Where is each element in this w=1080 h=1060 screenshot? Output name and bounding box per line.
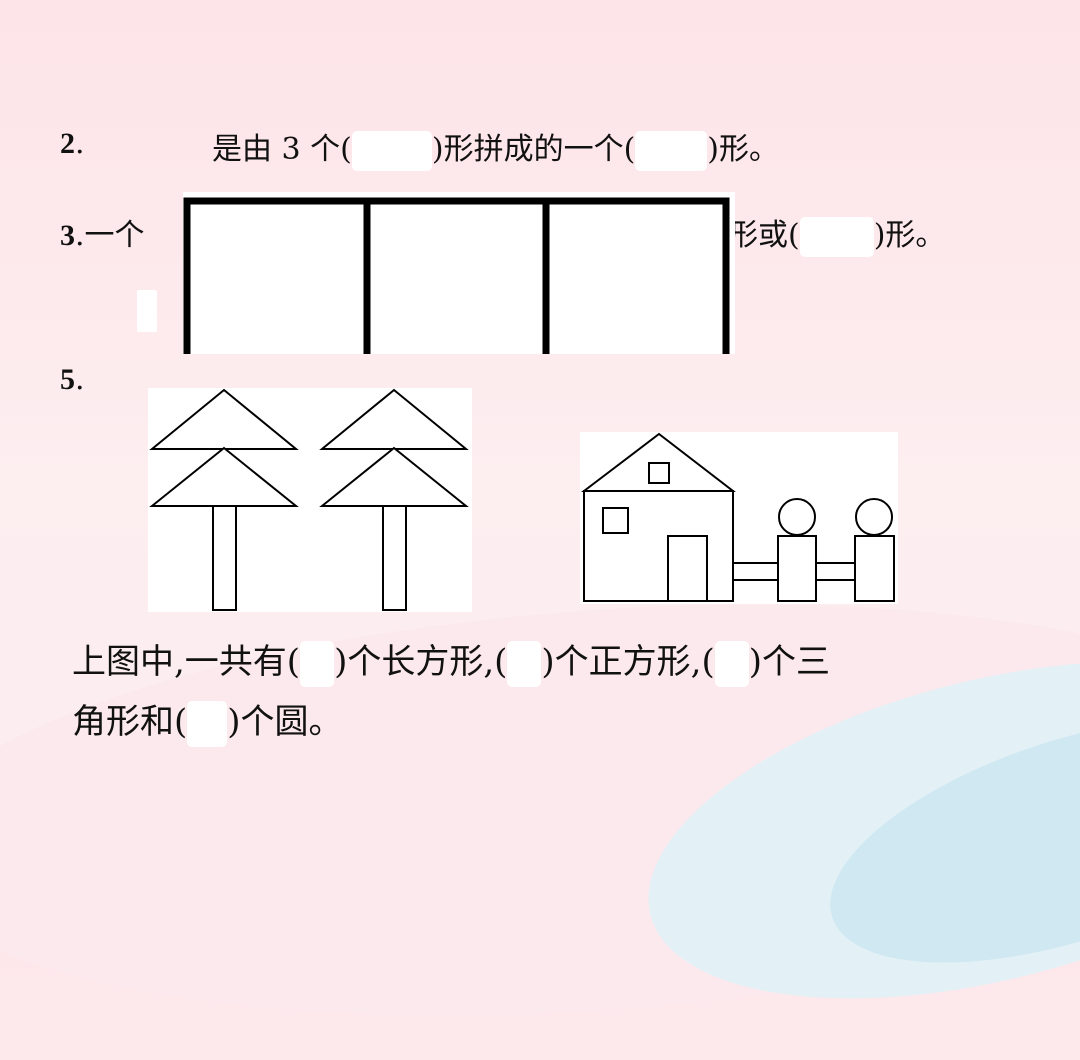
- answer-blank[interactable]: [300, 641, 335, 687]
- three-squares-figure: [183, 192, 735, 354]
- answer-blank[interactable]: [187, 701, 228, 747]
- question-2-number: 2.: [60, 126, 85, 161]
- question-5-line-1: 上图中,一共有()个长方形,()个正方形,()个三: [72, 634, 830, 687]
- question-3-number: 3.一个: [60, 218, 145, 253]
- answer-blank[interactable]: [635, 131, 708, 171]
- answer-blank[interactable]: [137, 290, 157, 332]
- question-5-number: 5.: [60, 362, 85, 397]
- question-2-text: 是由 3 个()形拼成的一个()形。: [212, 124, 779, 171]
- answer-blank[interactable]: [351, 131, 432, 171]
- house-figure: [580, 432, 898, 604]
- answer-blank[interactable]: [714, 641, 749, 687]
- question-3-tail: 形或()形。: [728, 210, 945, 257]
- question-5-line-2: 角形和()个圆。: [72, 694, 343, 747]
- answer-blank[interactable]: [507, 641, 542, 687]
- trees-figure: [148, 388, 472, 612]
- answer-blank[interactable]: [799, 217, 874, 257]
